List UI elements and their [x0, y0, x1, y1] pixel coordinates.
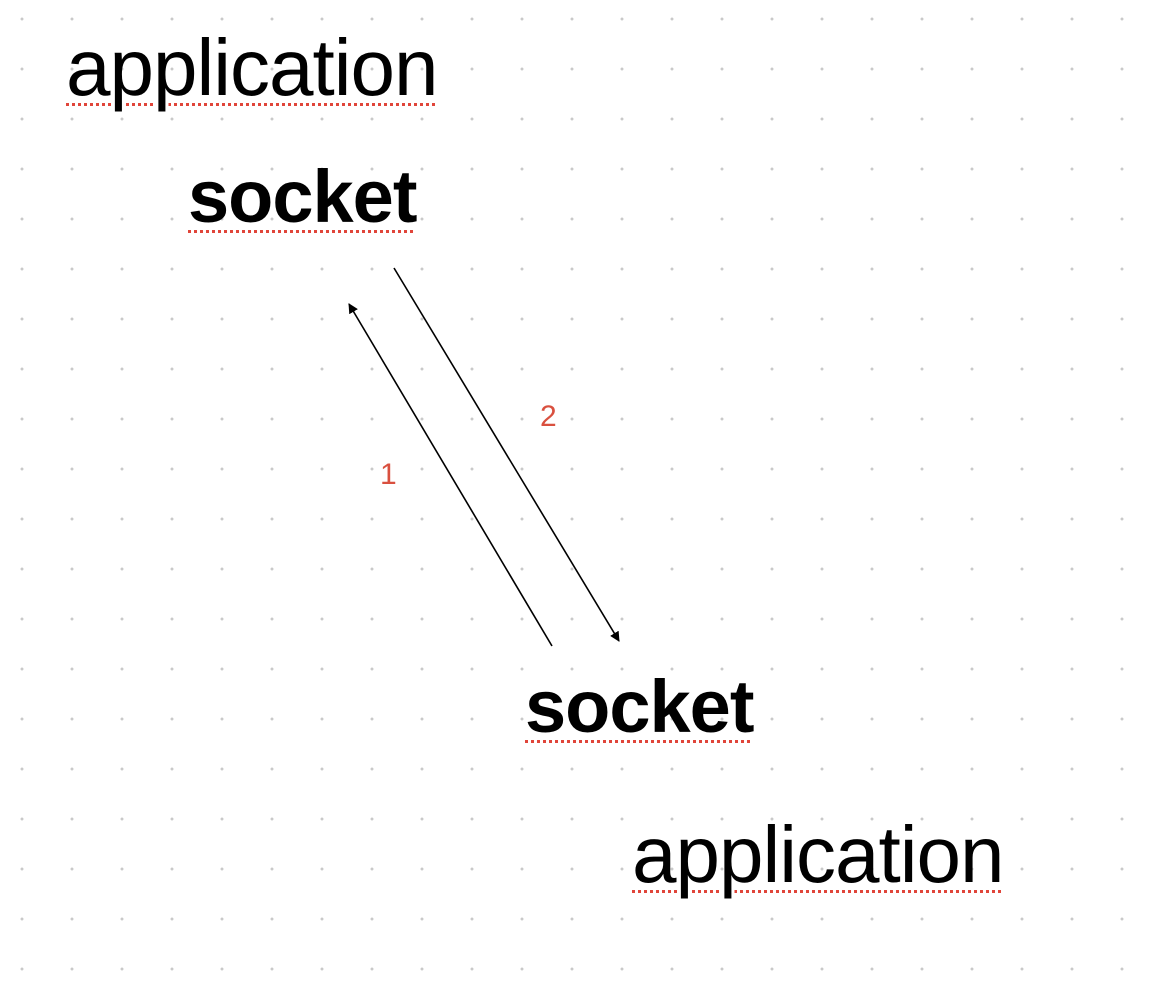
arrow-1-number-label[interactable]: 1 — [380, 458, 397, 491]
arrow-2-line[interactable] — [393, 267, 620, 642]
bottom-socket-label[interactable]: socket — [525, 665, 754, 748]
arrow-1-line[interactable] — [348, 303, 553, 647]
top-application-label[interactable]: application — [66, 23, 438, 112]
arrow-2-number-label[interactable]: 2 — [540, 400, 557, 433]
top-socket-label[interactable]: socket — [188, 155, 417, 238]
bottom-application-label[interactable]: application — [632, 810, 1004, 899]
